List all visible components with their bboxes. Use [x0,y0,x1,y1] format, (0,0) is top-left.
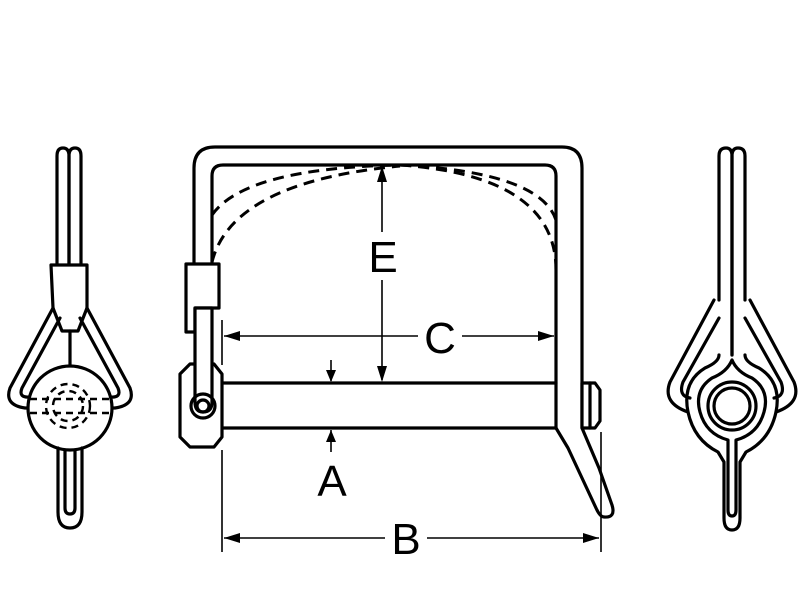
left-side-view [7,146,133,530]
right-side-view [666,146,798,532]
front-view [178,145,615,519]
dimension-label-e: E [368,233,397,282]
dimension-label-a: A [317,457,347,506]
dimension-label-b: B [391,515,420,564]
dimension-lines [221,166,602,552]
dimension-label-c: C [424,314,456,363]
